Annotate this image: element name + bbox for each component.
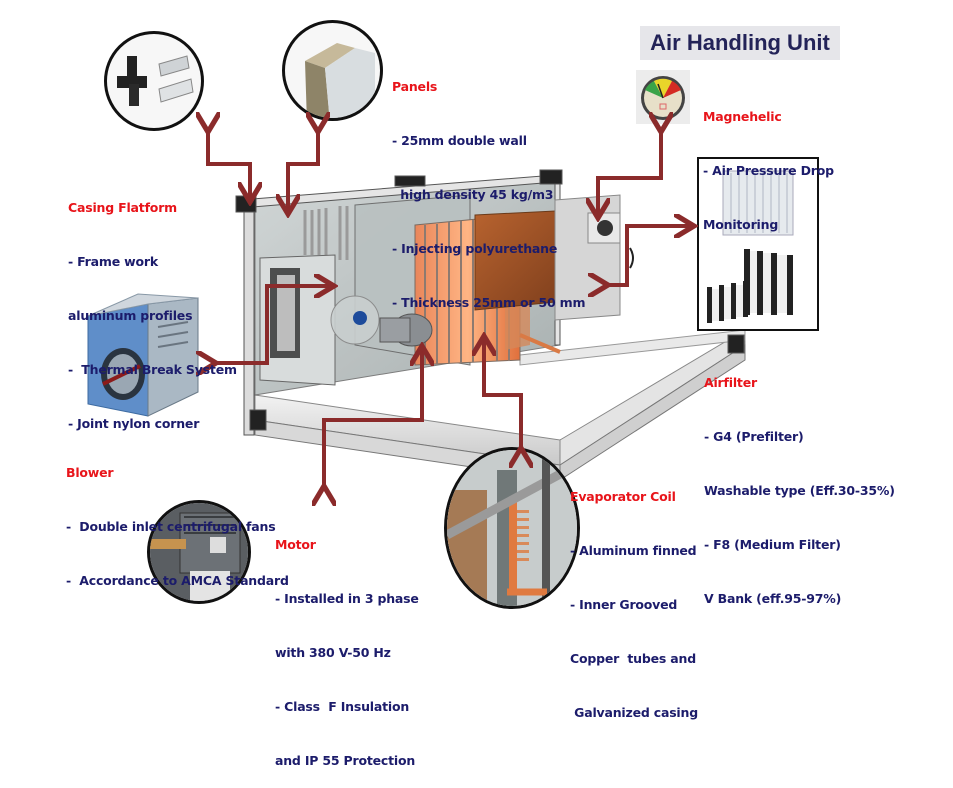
motor-line: with 380 V-50 Hz	[275, 645, 391, 660]
motor-in-unit	[379, 313, 433, 347]
motor-line: - Class F Insulation	[275, 699, 410, 714]
airfilter-heading: Airfilter	[704, 375, 757, 390]
callout-magnehelic: Magnehelic - Air Pressure Drop Monitorin…	[703, 72, 834, 252]
callout-blower: Blower - Double inlet centrifugal fans -…	[66, 428, 289, 608]
panels-line: - 25mm double wall	[392, 133, 527, 148]
casing-line: aluminum profiles	[68, 308, 193, 323]
magnehelic-line: Monitoring	[703, 217, 779, 232]
callout-evaporator: Evaporator Coil - Aluminum finned - Inne…	[570, 452, 698, 740]
blower-heading: Blower	[66, 465, 114, 480]
callout-panels: Panels - 25mm double wall high density 4…	[392, 42, 585, 330]
motor-line: - Installed in 3 phase	[275, 591, 419, 606]
aluminum-profile-icon	[117, 55, 194, 106]
panels-line: high density 45 kg/m3	[392, 187, 554, 202]
callout-airfilter: Airfilter - G4 (Prefilter) Washable type…	[704, 338, 895, 626]
casing-line: - Joint nylon corner	[68, 416, 200, 431]
casing-line: - Frame work	[68, 254, 158, 269]
evaporator-line: - Aluminum finned	[570, 543, 697, 558]
panels-line: - Thickness 25mm or 50 mm	[392, 295, 586, 310]
airfilter-line: V Bank (eff.95-97%)	[704, 591, 842, 606]
casing-heading: Casing Flatform	[68, 200, 177, 215]
motor-image	[147, 500, 251, 604]
arrow-motor	[324, 350, 422, 490]
airfilter-image	[697, 157, 819, 331]
airfilter-line: - F8 (Medium Filter)	[704, 537, 841, 552]
arrow-airfilter	[604, 226, 690, 285]
blower-line: - Accordance to AMCA Standard	[66, 573, 289, 588]
evaporator-line: Copper tubes and	[570, 651, 696, 666]
gauge-icon	[641, 76, 685, 120]
arrow-panels	[288, 128, 318, 210]
blower-line: - Double inlet centrifugal fans	[66, 519, 276, 534]
arrow-blower	[212, 286, 330, 363]
airfilter-line: - G4 (Prefilter)	[704, 429, 804, 444]
callout-arrows	[0, 0, 953, 635]
magnehelic-heading: Magnehelic	[703, 109, 782, 124]
airfilter-line: Washable type (Eff.30-35%)	[704, 483, 895, 498]
casing-line: - Thermal Break System	[68, 362, 237, 377]
arrow-casing	[208, 128, 250, 198]
arrow-evaporator	[484, 340, 521, 452]
panels-heading: Panels	[392, 79, 438, 94]
title-box: Air Handling Unit	[640, 26, 840, 60]
evaporator-coil-image	[444, 447, 580, 609]
filter-icon	[707, 170, 794, 323]
casing-profile-image	[104, 31, 204, 131]
centrifugal-fan-icon	[87, 293, 199, 417]
evaporator-line: - Inner Grooved	[570, 597, 678, 612]
evaporator-heading: Evaporator Coil	[570, 489, 676, 504]
callout-motor: Motor - Installed in 3 phase with 380 V-…	[275, 500, 419, 788]
motor-heading: Motor	[275, 537, 316, 552]
motor-line: and IP 55 Protection	[275, 753, 416, 768]
double-wall-panel-icon	[305, 43, 375, 118]
arrow-magnehelic	[598, 128, 661, 214]
electric-motor-icon	[150, 503, 248, 601]
callout-casing: Casing Flatform - Frame work aluminum pr…	[68, 163, 237, 451]
evaporator-line: Galvanized casing	[570, 705, 698, 720]
magnehelic-line: - Air Pressure Drop	[703, 163, 834, 178]
panel-section-image	[282, 20, 383, 121]
diagram-title: Air Handling Unit	[650, 30, 830, 55]
panels-line: - Injecting polyurethane	[392, 241, 558, 256]
blower-image	[78, 292, 208, 422]
